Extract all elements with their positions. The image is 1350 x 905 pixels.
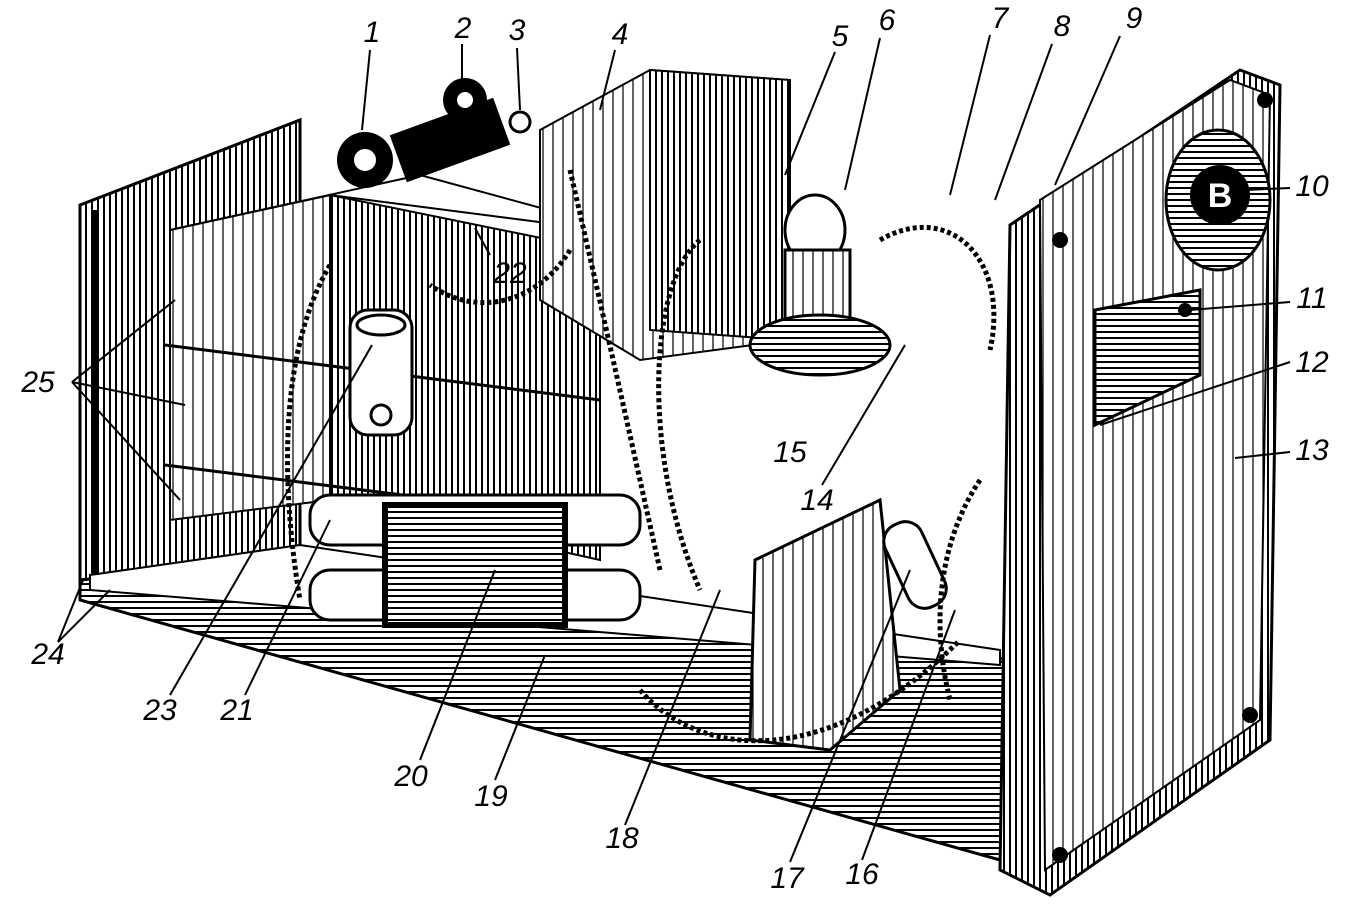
leader-line-6 bbox=[844, 37, 881, 191]
callout-label-21: 21 bbox=[219, 694, 253, 727]
callout-label-13: 13 bbox=[1295, 434, 1329, 467]
vacuum-tube bbox=[783, 193, 852, 322]
callout-label-17: 17 bbox=[770, 862, 805, 895]
callout-label-24: 24 bbox=[30, 638, 64, 671]
callout-label-12: 12 bbox=[1295, 346, 1329, 379]
leader-line-12 bbox=[1099, 361, 1291, 426]
leader-line-17 bbox=[789, 569, 911, 863]
callout-label-19: 19 bbox=[474, 780, 508, 813]
transformer-block bbox=[164, 173, 641, 562]
capacitor-tubes bbox=[308, 493, 642, 628]
leader-line-19 bbox=[494, 654, 546, 781]
panel-bracket bbox=[1093, 288, 1202, 428]
callout-label-22: 22 bbox=[492, 257, 527, 290]
dial-knob: B bbox=[1164, 128, 1272, 272]
callout-label-23: 23 bbox=[142, 694, 177, 727]
tube-socket bbox=[748, 313, 902, 752]
leader-line-4 bbox=[599, 49, 616, 111]
lamp-holder bbox=[348, 308, 414, 437]
callout-label-11: 11 bbox=[1296, 282, 1327, 315]
callout-label-14: 14 bbox=[800, 484, 833, 517]
callout-label-4: 4 bbox=[612, 18, 629, 51]
resistor bbox=[882, 520, 948, 610]
callout-label-6: 6 bbox=[879, 4, 896, 37]
callout-label-2: 2 bbox=[454, 12, 472, 45]
front-panel bbox=[998, 68, 1282, 897]
leader-line-7 bbox=[949, 34, 991, 196]
leader-line-23 bbox=[169, 344, 373, 696]
rear-transformer bbox=[539, 68, 791, 362]
callout-label-25: 25 bbox=[20, 366, 55, 399]
leader-line-24 bbox=[57, 589, 111, 643]
leader-line-11 bbox=[1189, 301, 1291, 311]
leader-line-10 bbox=[1244, 187, 1291, 191]
leader-line-21 bbox=[244, 519, 331, 696]
leader-line-3 bbox=[516, 47, 521, 111]
leader-line-13 bbox=[1234, 451, 1291, 459]
dial-letter: B bbox=[1208, 177, 1233, 215]
callout-label-18: 18 bbox=[605, 822, 639, 855]
leader-lines bbox=[57, 34, 1291, 863]
leader-line-14 bbox=[821, 344, 906, 486]
leader-line-24 bbox=[57, 579, 84, 643]
callout-label-15: 15 bbox=[773, 436, 807, 469]
leader-line-18 bbox=[624, 589, 721, 826]
callout-label-1: 1 bbox=[364, 16, 381, 49]
top-terminals bbox=[337, 78, 532, 188]
callout-label-7: 7 bbox=[992, 2, 1010, 35]
leader-line-25 bbox=[71, 381, 186, 406]
leader-line-16 bbox=[861, 609, 956, 861]
leader-line-20 bbox=[419, 569, 496, 761]
callout-label-3: 3 bbox=[509, 14, 526, 47]
leader-line-25 bbox=[71, 381, 181, 501]
leader-line-1 bbox=[361, 49, 371, 131]
leader-line-25 bbox=[71, 299, 176, 383]
leader-line-8 bbox=[994, 43, 1053, 201]
callout-label-10: 10 bbox=[1295, 170, 1329, 203]
callout-label-20: 20 bbox=[393, 760, 428, 793]
callout-label-16: 16 bbox=[845, 858, 879, 891]
callout-label-8: 8 bbox=[1054, 10, 1071, 43]
leader-line-22 bbox=[474, 227, 491, 256]
leader-line-9 bbox=[1054, 35, 1121, 186]
callout-label-5: 5 bbox=[832, 20, 849, 53]
leader-line-5 bbox=[784, 51, 836, 176]
callout-label-9: 9 bbox=[1126, 2, 1143, 35]
wiring bbox=[285, 169, 997, 744]
